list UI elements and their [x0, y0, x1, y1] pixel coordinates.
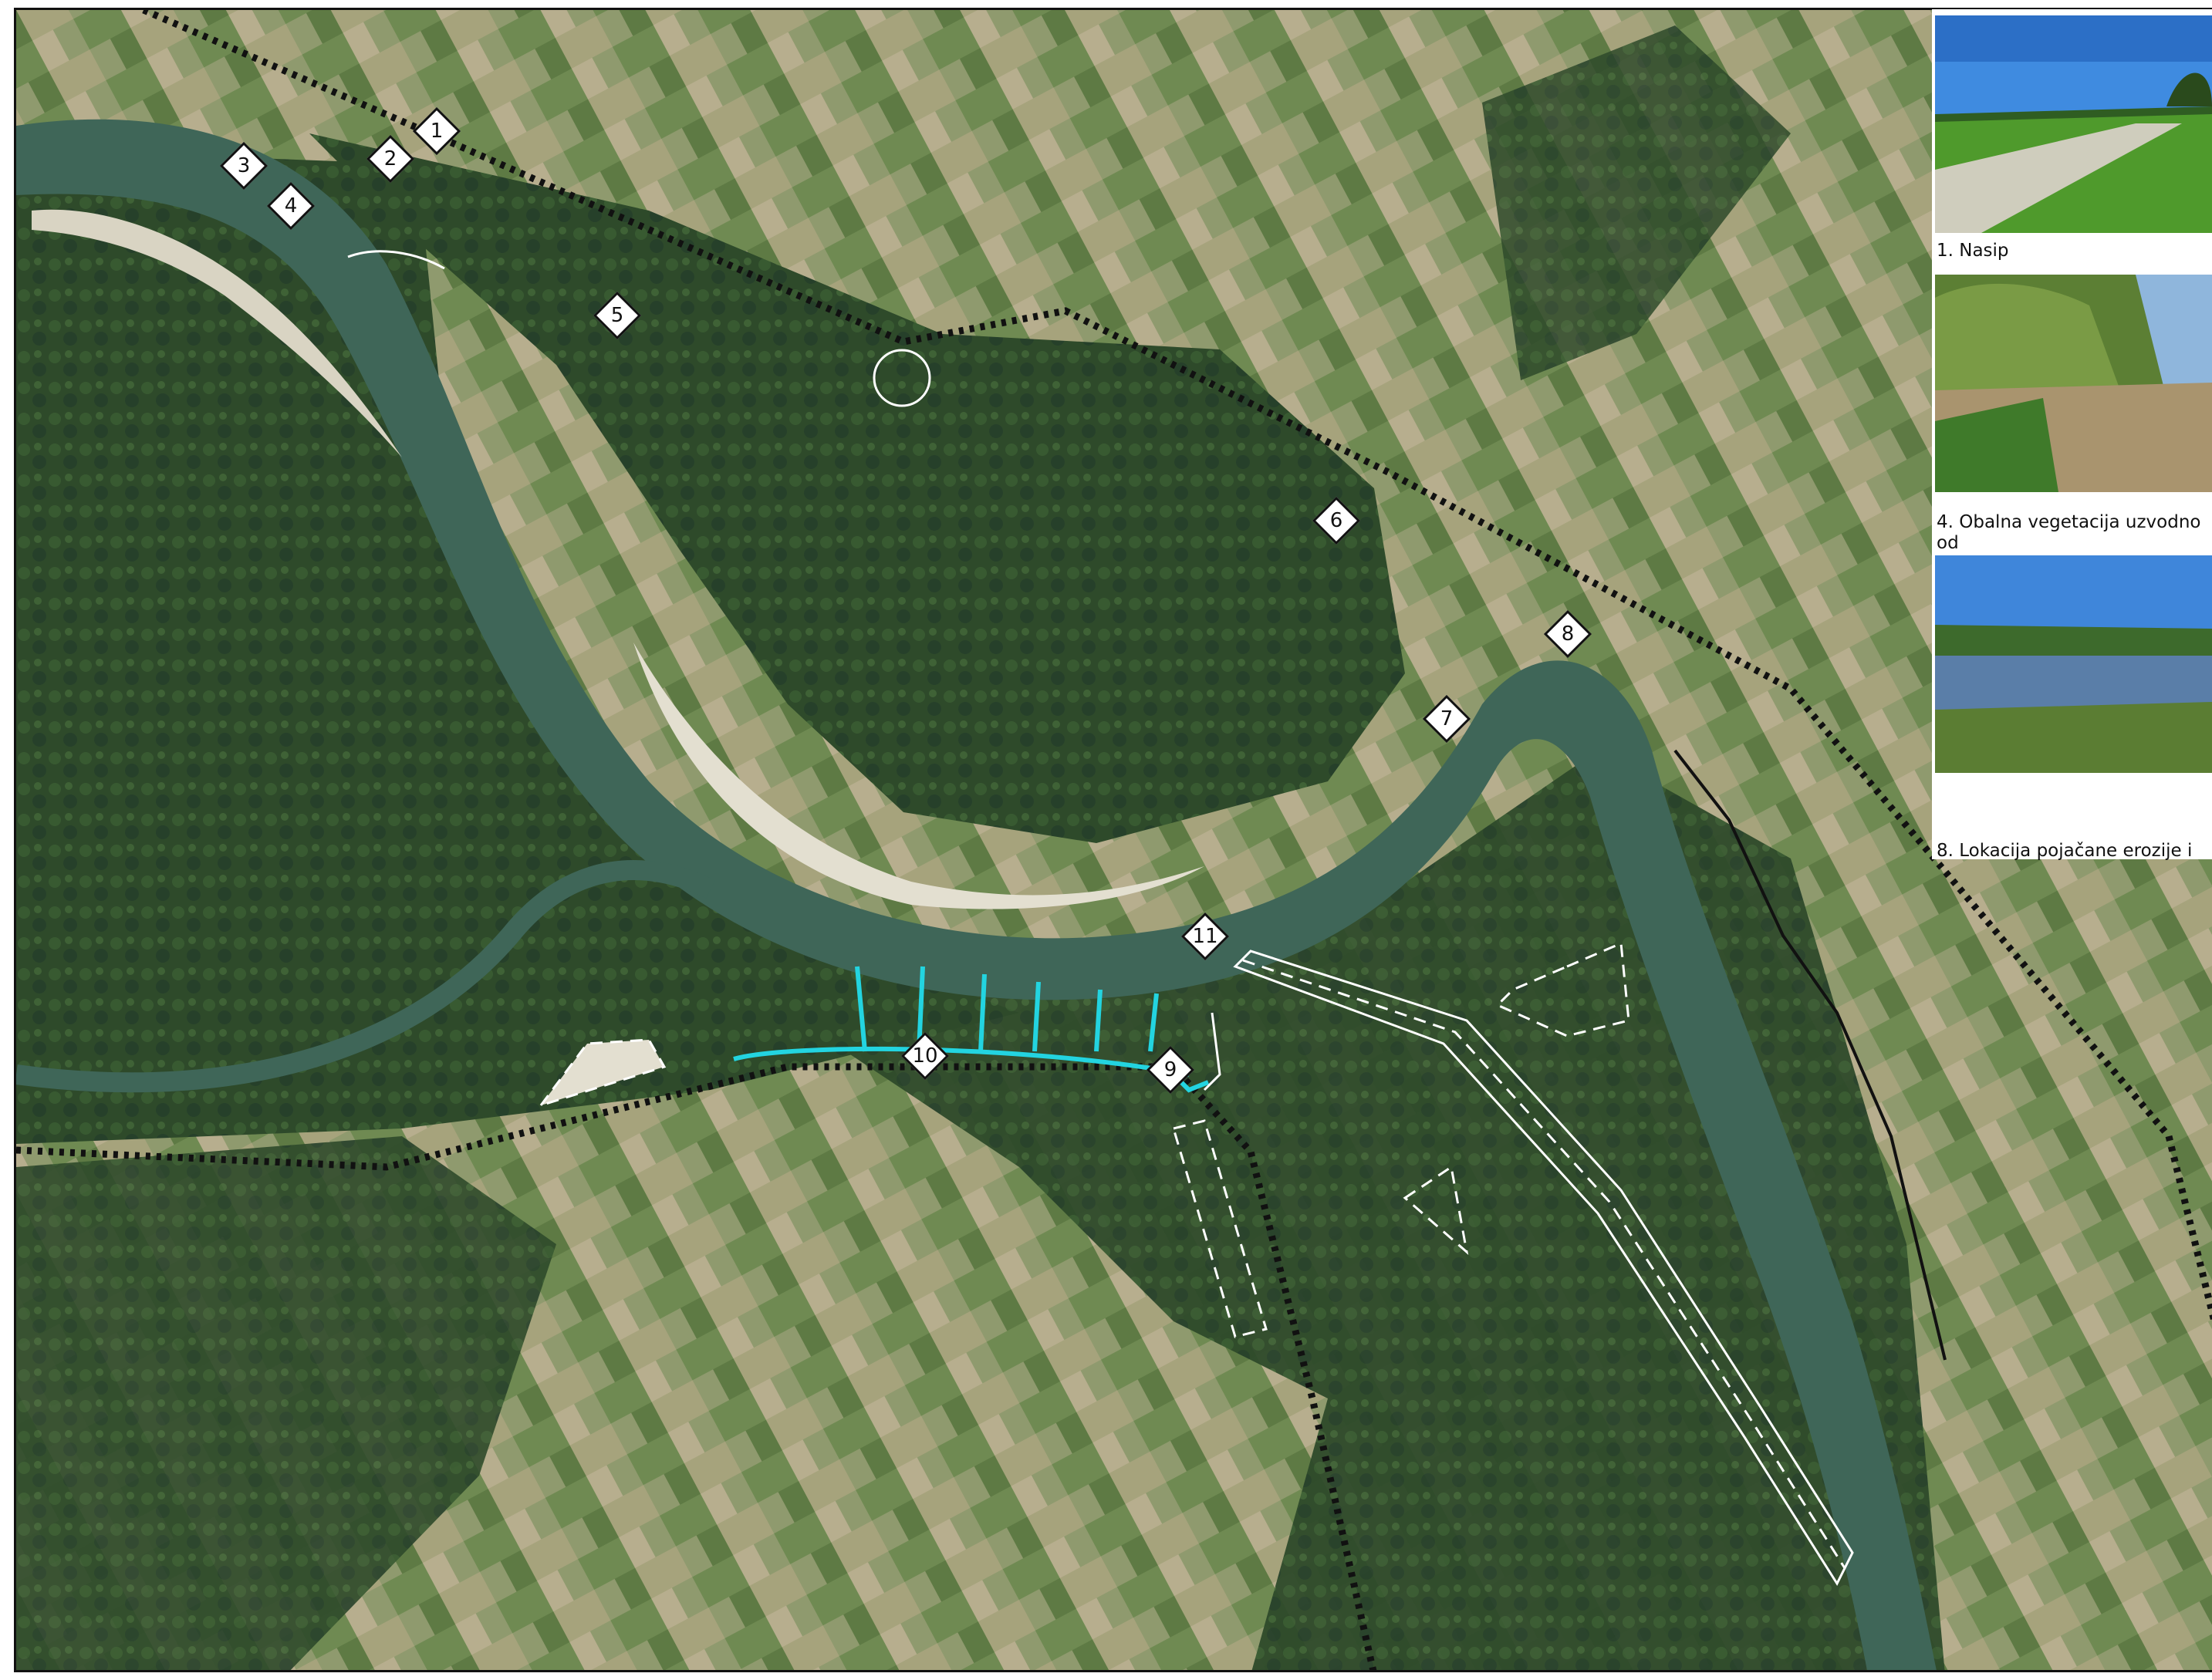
map-marker-11[interactable]: 11: [1180, 912, 1230, 961]
channel-outline: [1233, 950, 1854, 1587]
map-marker-1[interactable]: 1: [412, 106, 461, 156]
sandbar-bend: [633, 643, 1204, 909]
photo-lake: [1935, 555, 2212, 773]
photo-panel: 1. Nasip 4. Obalna vegetacija uzvodno od…: [1932, 9, 2212, 861]
white-structure-south: [1203, 1012, 1221, 1091]
map-marker-2[interactable]: 2: [366, 134, 415, 184]
map-imagery: [16, 10, 2212, 1670]
aerial-map: 1 2 3 4 5 6 7 8 9 10 11: [14, 8, 2212, 1672]
forest-northeast: [1482, 25, 1791, 380]
dashed-area-2: [1403, 1165, 1469, 1255]
map-marker-6[interactable]: 6: [1312, 496, 1361, 545]
photo-caption-1: 1. Nasip: [1937, 241, 2009, 261]
map-marker-7[interactable]: 7: [1422, 694, 1471, 744]
dashed-area-3: [1172, 1119, 1268, 1338]
map-marker-10[interactable]: 10: [900, 1031, 950, 1081]
side-channel: [16, 860, 715, 1093]
circle-marker: [873, 349, 931, 407]
sand-deposit: [538, 1038, 667, 1108]
forest-southwest: [16, 1136, 556, 1670]
levee-line-north: [142, 10, 2212, 1323]
photo-riverbank: [1935, 275, 2212, 492]
map-marker-8[interactable]: 8: [1543, 609, 1592, 659]
photo-caption-8: 8. Lokacija pojačane erozije i: [1937, 841, 2193, 861]
map-marker-9[interactable]: 9: [1146, 1045, 1195, 1095]
map-marker-5[interactable]: 5: [593, 291, 642, 340]
erosion-line: [1673, 749, 1947, 1361]
channel-centerline: [1242, 959, 1846, 1569]
map-marker-4[interactable]: 4: [266, 181, 316, 231]
forest-island: [309, 133, 1405, 843]
photo-embankment: [1935, 15, 2212, 233]
small-structure-north: [347, 250, 445, 270]
map-marker-3[interactable]: 3: [219, 141, 268, 191]
